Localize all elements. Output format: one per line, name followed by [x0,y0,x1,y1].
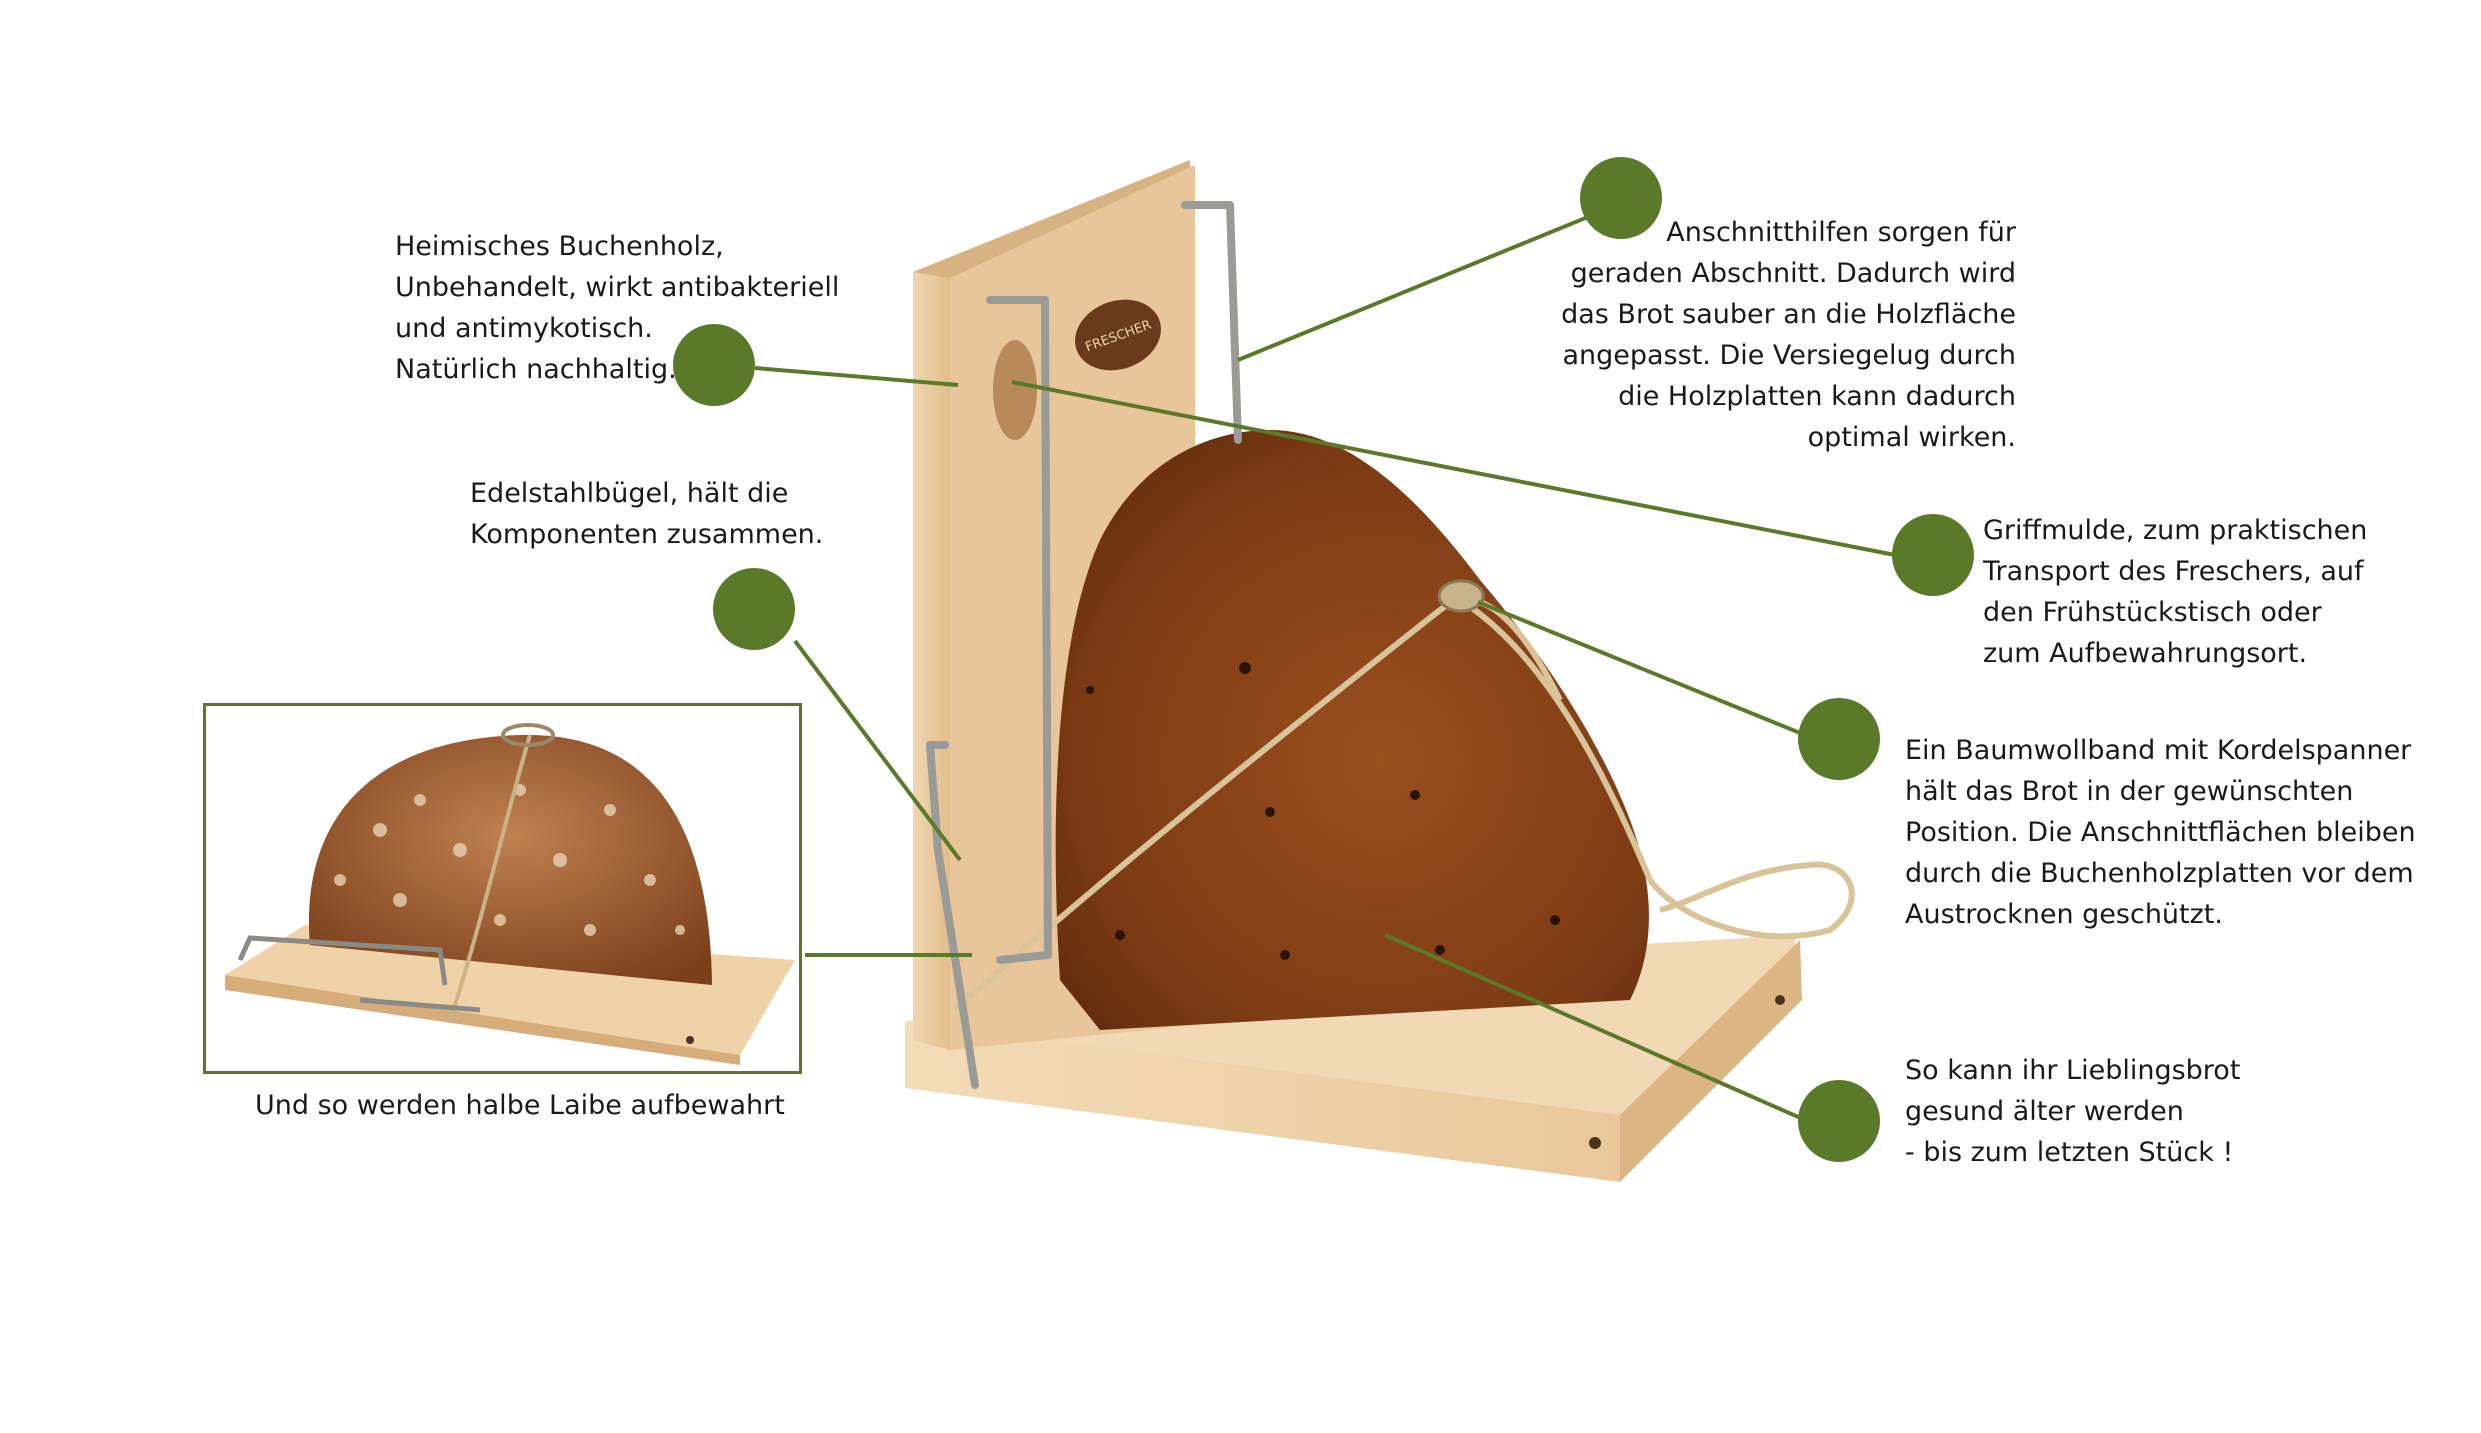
callout-handle-recess: Griffmulde, zum praktischen Transport de… [1983,515,2368,669]
callout-favorite-bread: So kann ihr Lieblingsbrot gesund älter w… [1905,1055,2241,1168]
marker-dot-steel-bracket [713,568,795,650]
callout-beech-wood: Heimisches Buchenholz, Unbehandelt, wirk… [395,231,840,385]
marker-dot-cutting-aids [1580,157,1662,239]
marker-dot-handle-recess [1892,514,1974,596]
cord-tensioner [1437,579,1485,613]
callout-cutting-aids: Anschnitthilfen sorgen für geraden Absch… [1561,217,2016,453]
callout-cotton-band: Ein Baumwollband mit Kordelspanner hält … [1905,735,2416,930]
connector-lines [754,208,1896,1122]
inset-caption: Und so werden halbe Laibe aufbewahrt [255,1090,785,1121]
callout-steel-bracket: Edelstahlbügel, hält die Komponenten zus… [470,478,824,550]
steel-brackets [926,201,1242,1089]
marker-dot-cotton-band [1798,698,1880,780]
inset-frame [203,703,802,1074]
inset-illustration [225,723,795,1065]
marker-dot-favorite-bread [1798,1080,1880,1162]
marker-dot-beech-wood [673,324,755,406]
handle-recess [993,340,1037,440]
logo-mark: FRESCHER [1075,299,1161,371]
bread-loaf [1055,430,1649,1030]
